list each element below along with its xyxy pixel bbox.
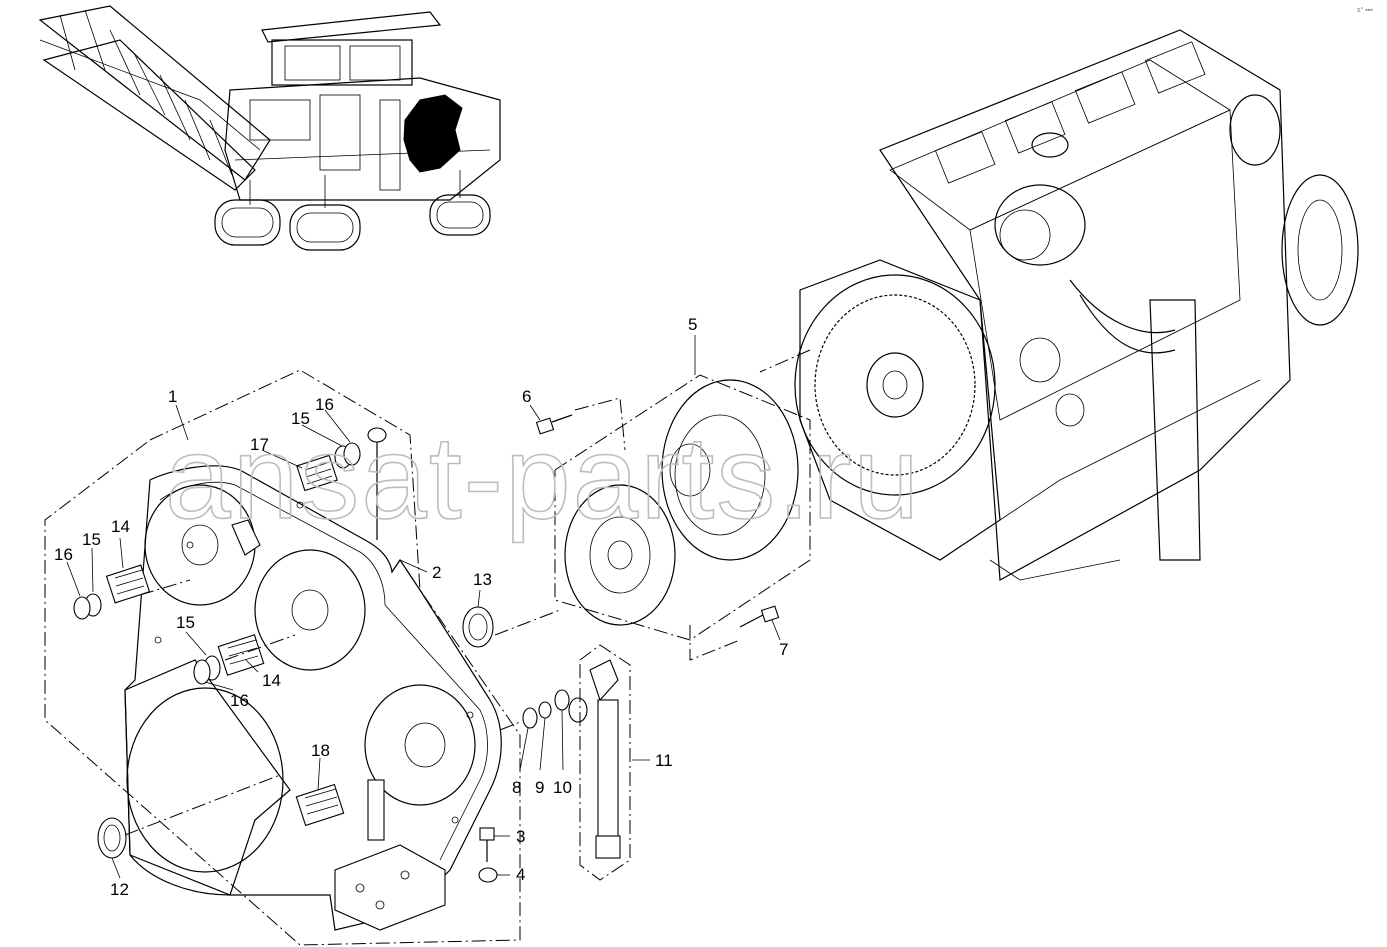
hose-11 — [597, 699, 619, 841]
elbow-fitting — [589, 659, 619, 702]
flywheel-ring-gear — [814, 294, 976, 476]
highlighted-component — [403, 94, 463, 173]
callout-4: 4 — [516, 865, 525, 884]
callout-8: 8 — [512, 778, 521, 797]
callout-labels: 1 2 3 4 5 6 7 8 9 10 11 12 13 14 14 15 1… — [54, 315, 788, 899]
assembly-centerlines — [124, 349, 811, 836]
bearing-seat-lower — [364, 684, 476, 806]
watermark: ansat-parts.ru — [165, 412, 921, 544]
oil-line-parts — [522, 644, 631, 881]
washer-4 — [478, 867, 498, 883]
intake-pipe — [1149, 299, 1201, 561]
machine-thumbnail — [38, 5, 501, 251]
callout-16-left: 16 — [54, 545, 73, 564]
flywheel-hub — [866, 352, 924, 418]
coupling-elastic-element — [661, 379, 799, 561]
callout-13: 13 — [473, 570, 492, 589]
gearbox-housing — [124, 465, 502, 931]
coupling-sprocket — [564, 484, 676, 626]
splined-sleeves — [73, 442, 494, 859]
nipple-10 — [554, 689, 570, 711]
callout-17: 17 — [250, 435, 269, 454]
callout-9: 9 — [535, 778, 544, 797]
sleeve-14-upper — [105, 564, 151, 604]
machine-body — [224, 77, 501, 201]
callout-16-top: 16 — [315, 395, 334, 414]
operator-cab — [261, 11, 442, 86]
callout-7: 7 — [779, 640, 788, 659]
gearbox-assembly — [44, 369, 521, 946]
leader-lines — [66, 335, 781, 879]
circlip-16-left — [73, 596, 91, 620]
corner-mark: s° ▪▪▪ — [1357, 6, 1373, 14]
callout-10: 10 — [553, 778, 572, 797]
callout-18: 18 — [311, 741, 330, 760]
flywheel-housing — [794, 274, 996, 496]
callout-2: 2 — [432, 563, 441, 582]
alternator — [1229, 94, 1281, 166]
mounting-foot — [334, 844, 446, 931]
turbocharger — [994, 184, 1086, 266]
callout-15-middle: 15 — [176, 613, 195, 632]
bolt-3 — [479, 827, 495, 862]
oil-filler-cap — [1031, 132, 1069, 158]
sleeve-14-middle — [217, 634, 265, 676]
conveyor-boom — [38, 5, 271, 191]
callout-16-middle: 16 — [230, 691, 249, 710]
washer-9 — [538, 701, 552, 719]
screw-6 — [535, 414, 573, 435]
callout-5: 5 — [688, 315, 697, 334]
sleeve-18 — [295, 783, 345, 827]
callout-12: 12 — [110, 880, 129, 899]
callout-15-left: 15 — [82, 530, 101, 549]
circlip-16-top — [343, 442, 361, 466]
callout-6: 6 — [522, 387, 531, 406]
sleeve-17 — [296, 454, 338, 492]
bearing-seat-middle — [254, 549, 366, 671]
front-pulley — [1281, 174, 1359, 326]
callout-1: 1 — [168, 387, 177, 406]
callout-14-upper: 14 — [111, 517, 130, 536]
callout-11: 11 — [655, 751, 673, 770]
seal-12 — [97, 817, 127, 859]
engine-block — [794, 29, 1359, 581]
screw-7 — [739, 605, 780, 628]
drain-pipe — [367, 779, 385, 841]
assembly-boundary-1 — [44, 369, 521, 946]
assembly-boundary-5 — [554, 374, 811, 641]
seal-13 — [462, 606, 494, 648]
bell-housing-opening — [126, 687, 284, 873]
assembly-boundary-11 — [579, 644, 631, 881]
callout-14-middle: 14 — [262, 671, 281, 690]
circlip-16-middle — [193, 659, 211, 685]
track-units — [214, 170, 491, 251]
callout-15-top: 15 — [291, 409, 310, 428]
callout-3: 3 — [516, 827, 525, 846]
coupling-assembly — [535, 374, 811, 661]
fitting-8 — [522, 707, 538, 729]
